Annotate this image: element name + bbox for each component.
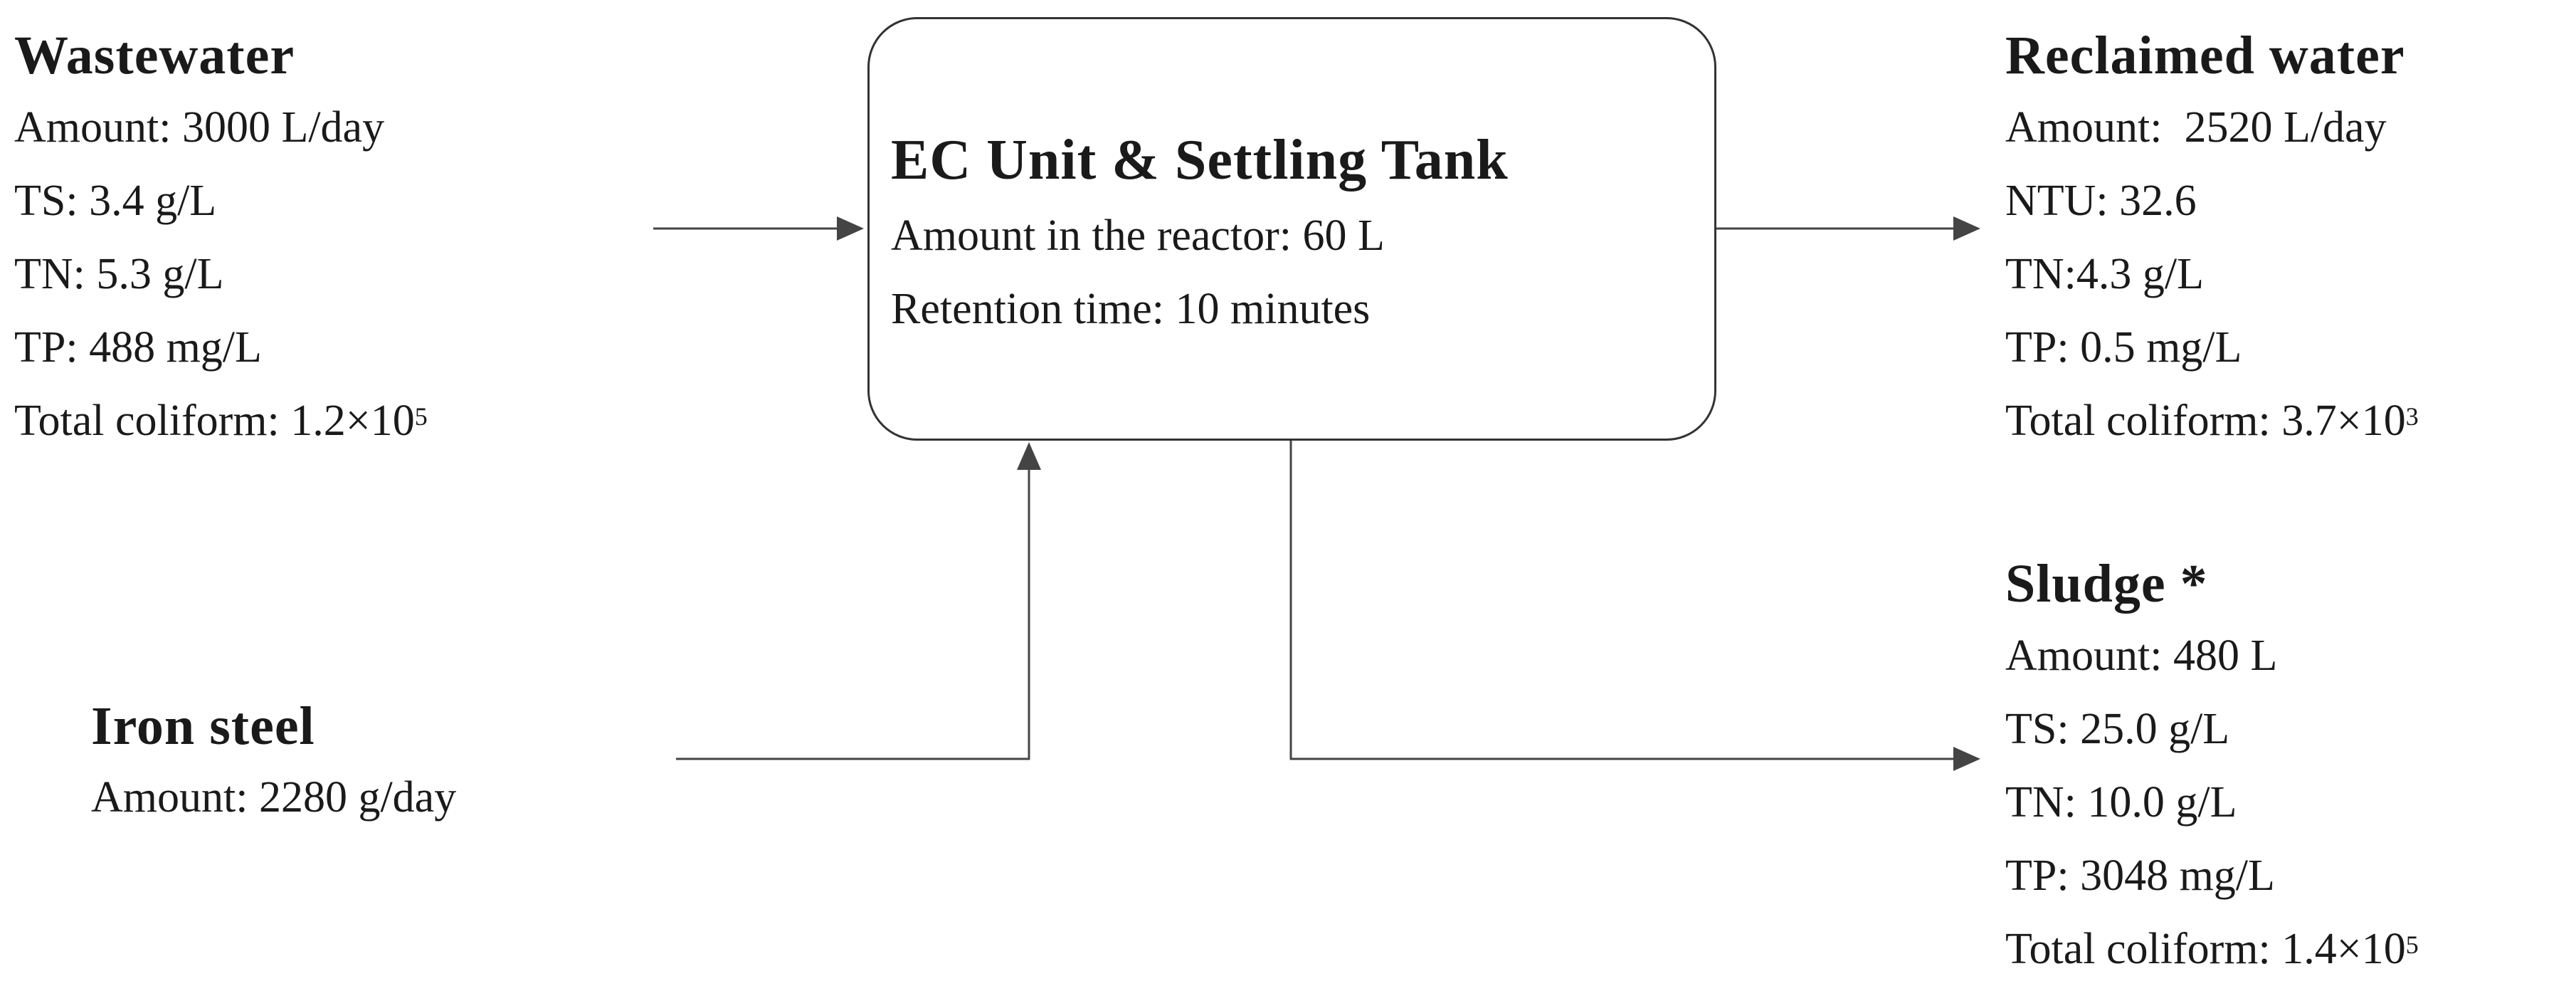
wastewater-tn: TN: 5.3 g/L: [14, 250, 224, 298]
wastewater-title: Wastewater: [14, 26, 295, 85]
ec-unit-title: EC Unit & Settling Tank: [891, 129, 1509, 192]
wastewater-coliform: Total coliform: 1.2×105: [14, 384, 428, 458]
wastewater-coliform-label: Total coliform: 1.2×10: [14, 397, 415, 445]
sludge-block: Sludge * Amount: 480 L TS: 25.0 g/L TN: …: [2005, 548, 2419, 986]
sludge-coliform-exponent: 5: [2405, 930, 2419, 959]
reclaimed-tn: TN:4.3 g/L: [2005, 250, 2204, 298]
reclaimed-coliform-exponent: 3: [2405, 402, 2419, 431]
ec-unit-reactor-amount: Amount in the reactor: 60 L: [891, 211, 1385, 260]
arrow-wastewater-to-ec: [653, 216, 864, 241]
wastewater-ts: TS: 3.4 g/L: [14, 177, 217, 225]
wastewater-coliform-exponent: 5: [414, 402, 428, 431]
wastewater-amount: Amount: 3000 L/day: [14, 103, 385, 152]
reclaimed-water-title: Reclaimed water: [2005, 26, 2405, 85]
sludge-tn: TN: 10.0 g/L: [2005, 778, 2237, 827]
sludge-ts: TS: 25.0 g/L: [2005, 705, 2230, 753]
arrow-ec-to-sludge: [1289, 441, 1980, 771]
iron-steel-block: Iron steel Amount: 2280 g/day: [91, 691, 456, 833]
wastewater-block: Wastewater Amount: 3000 L/day TS: 3.4 g/…: [14, 20, 428, 458]
sludge-coliform: Total coliform: 1.4×105: [2005, 913, 2419, 986]
arrow-iron-to-ec: [676, 442, 1041, 760]
ec-unit-content: EC Unit & Settling Tank Amount in the re…: [891, 121, 1509, 346]
reclaimed-coliform: Total coliform: 3.7×103: [2005, 384, 2419, 458]
iron-steel-title: Iron steel: [91, 696, 315, 756]
arrow-ec-to-reclaimed: [1716, 216, 1980, 241]
ec-unit-retention-time: Retention time: 10 minutes: [891, 285, 1371, 333]
sludge-amount: Amount: 480 L: [2005, 631, 2278, 680]
sludge-title: Sludge *: [2005, 554, 2208, 614]
reclaimed-tp: TP: 0.5 mg/L: [2005, 323, 2242, 372]
wastewater-tp: TP: 488 mg/L: [14, 323, 262, 372]
sludge-tp: TP: 3048 mg/L: [2005, 851, 2275, 900]
reclaimed-amount: Amount: 2520 L/day: [2005, 103, 2387, 152]
ec-unit-box: EC Unit & Settling Tank Amount in the re…: [867, 17, 1716, 441]
reclaimed-ntu: NTU: 32.6: [2005, 177, 2197, 225]
reclaimed-coliform-label: Total coliform: 3.7×10: [2005, 397, 2406, 445]
sludge-coliform-label: Total coliform: 1.4×10: [2005, 925, 2406, 973]
reclaimed-water-block: Reclaimed water Amount: 2520 L/day NTU: …: [2005, 20, 2419, 458]
iron-steel-amount: Amount: 2280 g/day: [91, 773, 457, 822]
